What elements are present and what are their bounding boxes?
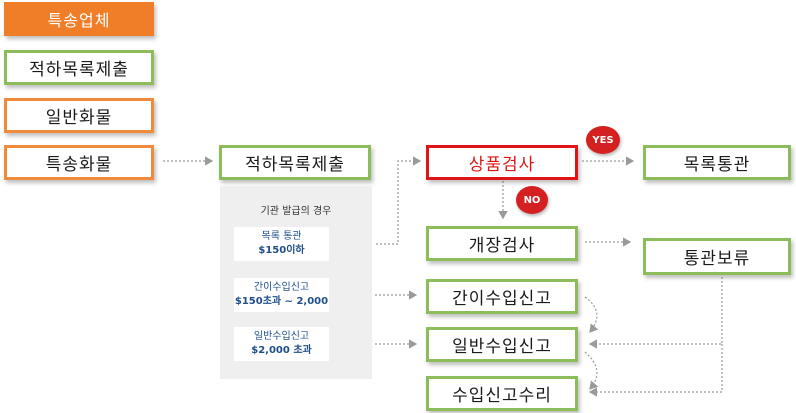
- panel-heading: 기관 발급의 경우: [260, 206, 332, 217]
- yes-badge: YES: [586, 126, 620, 154]
- card-label: 목록 통관: [261, 231, 302, 242]
- card-general-import: 일반수입신고 $2,000 초과: [234, 327, 329, 361]
- card-value: $150초과 ~ 2,000: [234, 296, 329, 307]
- card-value: $150이하: [258, 245, 305, 256]
- legend-orange-item-express: 특송화물: [4, 145, 154, 180]
- node-open-inspection: 개장검사: [426, 226, 578, 261]
- card-list-clearance: 목록 통관 $150이하: [234, 227, 329, 261]
- node-import-accepted: 수입신고수리: [426, 376, 578, 411]
- node-clearance-hold: 통관보류: [643, 238, 791, 275]
- node-general-import: 일반수입신고: [426, 327, 578, 362]
- node-list-clearance: 목록통관: [643, 145, 791, 180]
- no-badge: NO: [516, 186, 548, 214]
- node-manifest-submit: 적하목록제출: [219, 145, 371, 180]
- node-product-inspection: 상품검사: [426, 145, 578, 180]
- card-label: 간이수입신고: [253, 282, 310, 293]
- curve-simple-to-general: [584, 296, 599, 333]
- hold-return-accept: [588, 344, 723, 397]
- card-label: 일반수입신고: [253, 331, 310, 342]
- card-value: $2,000 초과: [251, 345, 312, 356]
- legend-title: 특송업체: [4, 2, 154, 36]
- legend-green-item: 적하목록제출: [4, 50, 154, 85]
- card-simple-import: 간이수입신고 $150초과 ~ 2,000: [234, 278, 329, 312]
- hold-return-lines: [588, 277, 723, 349]
- legend-orange-item-general: 일반화물: [4, 98, 154, 133]
- node-simple-import: 간이수입신고: [426, 279, 578, 314]
- curve-general-to-accept: [584, 351, 599, 390]
- arrow-to-inspection: [376, 156, 422, 245]
